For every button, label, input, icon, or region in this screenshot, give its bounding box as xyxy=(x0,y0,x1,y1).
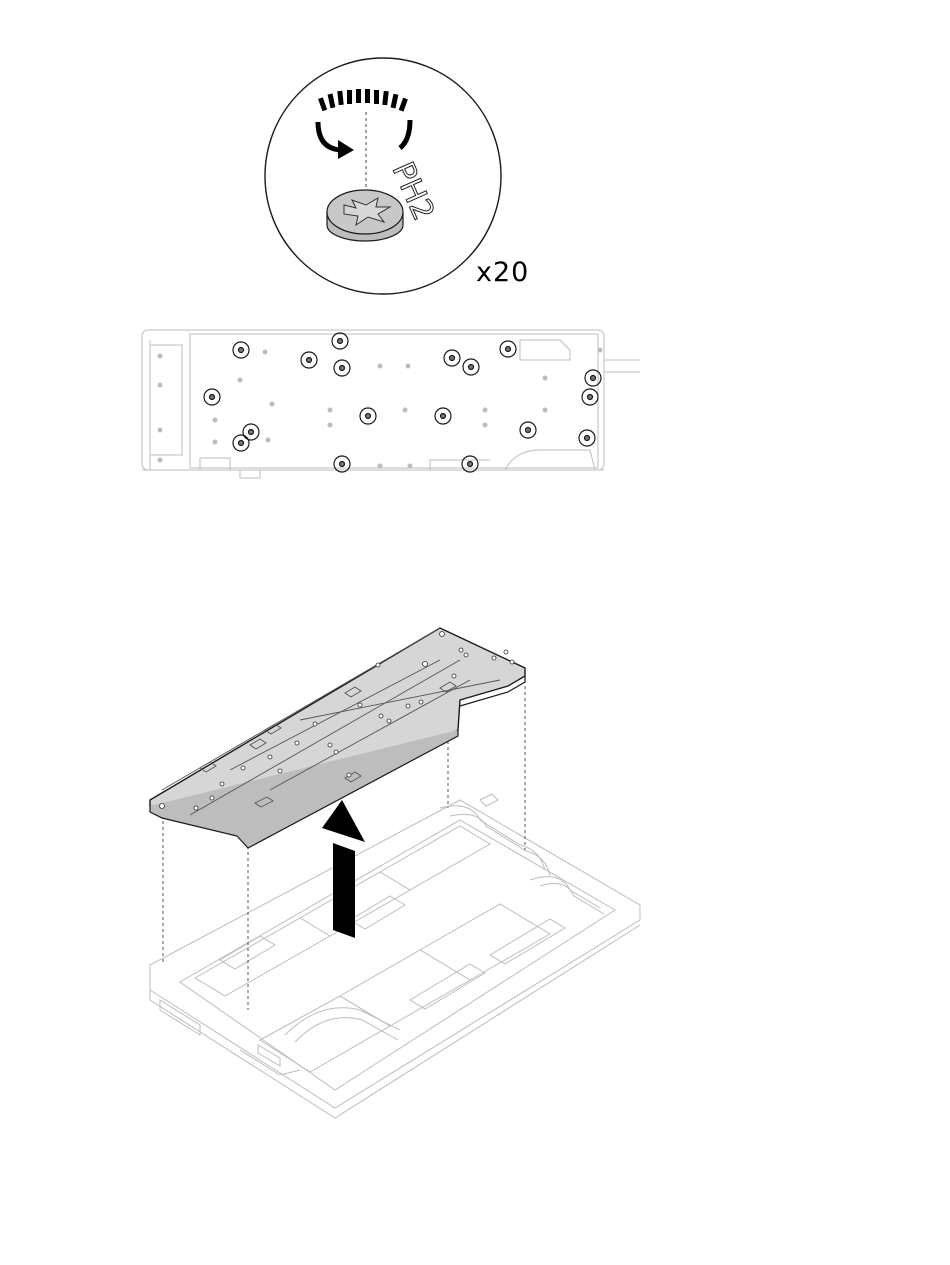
screw-marker xyxy=(204,389,220,405)
screw-count-label: x20 xyxy=(476,257,529,288)
screw-marker xyxy=(334,360,350,376)
screw-marker xyxy=(582,389,598,405)
lift-up-arrow-icon xyxy=(322,800,365,938)
screw-marker xyxy=(520,422,536,438)
screw-marker xyxy=(500,341,516,357)
screw-marker xyxy=(233,342,249,358)
screw-head-icon xyxy=(327,190,403,241)
screw-marker xyxy=(444,350,460,366)
screw-marker xyxy=(585,370,601,386)
screw-marker xyxy=(579,430,595,446)
screw-marker xyxy=(435,408,451,424)
compute-node-tray xyxy=(150,794,640,1118)
screw-marker xyxy=(332,333,348,349)
screw-marker xyxy=(463,359,479,375)
screw-marker xyxy=(360,408,376,424)
screw-marker xyxy=(243,424,259,440)
screw-marker xyxy=(301,352,317,368)
screw-marker xyxy=(233,435,249,451)
screw-callout: PH2 xyxy=(265,58,501,294)
